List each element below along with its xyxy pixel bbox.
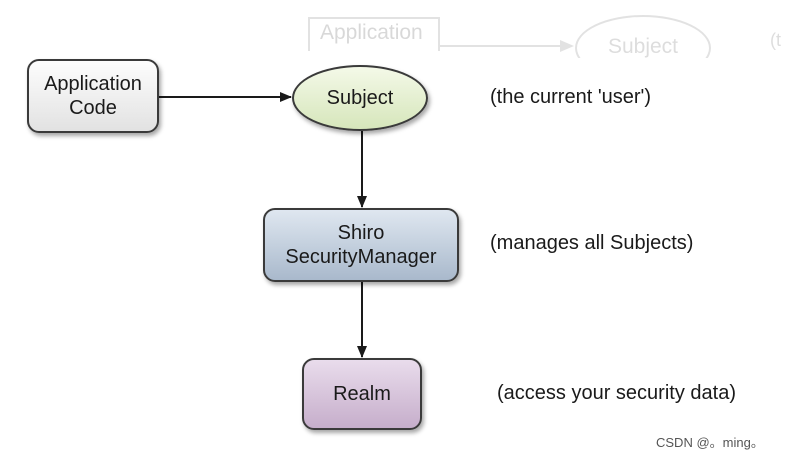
security-manager-node: Shiro SecurityManager bbox=[263, 208, 459, 282]
application-code-line1: Application bbox=[44, 73, 142, 95]
subject-label: Subject bbox=[326, 87, 394, 109]
realm-note: (access your security data) bbox=[497, 382, 736, 404]
application-code-node: Application Code bbox=[27, 59, 159, 133]
realm-label: Realm bbox=[333, 383, 391, 405]
ghost-trailing-text: (t bbox=[770, 30, 781, 50]
security-manager-note: (manages all Subjects) bbox=[490, 232, 694, 254]
realm-node: Realm bbox=[302, 358, 422, 430]
subject-node: Subject bbox=[292, 65, 428, 131]
security-manager-line1: Shiro bbox=[337, 222, 385, 244]
application-code-line2: Code bbox=[69, 97, 117, 119]
ghost-application-box: Application bbox=[308, 17, 440, 51]
ghost-header: Application Subject (t bbox=[0, 0, 786, 58]
ghost-arrow-line bbox=[440, 45, 566, 47]
subject-note: (the current 'user') bbox=[490, 86, 652, 108]
ghost-arrow-head bbox=[560, 40, 574, 52]
security-manager-line2: SecurityManager bbox=[285, 246, 437, 268]
csdn-watermark: CSDN @。ming。 bbox=[656, 435, 764, 450]
